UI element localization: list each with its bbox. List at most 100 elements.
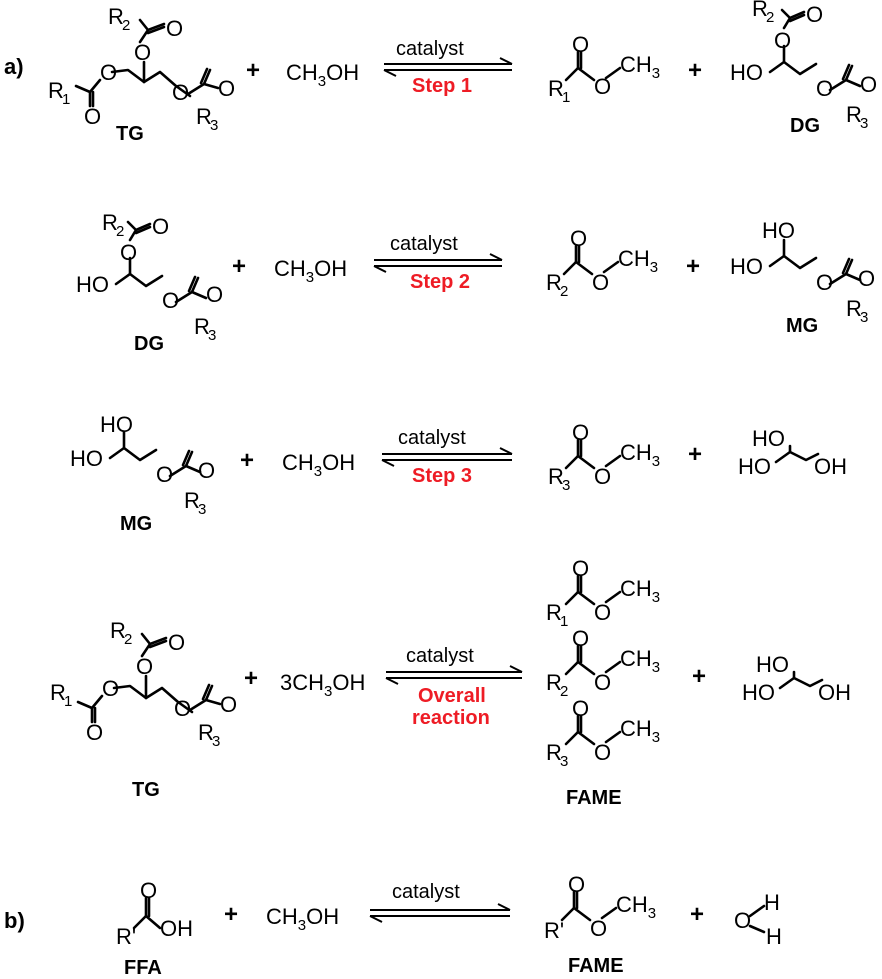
mg-r3-sub: 3: [860, 309, 868, 326]
tg-o-top-carbonyl: O: [168, 630, 185, 655]
mg-name: MG: [120, 513, 152, 535]
dg-o-right: O: [162, 288, 179, 313]
ester-r: R: [546, 600, 562, 625]
mg-r3: R: [846, 296, 862, 321]
ester-o: O: [594, 464, 611, 489]
equilibrium-arrow-1: catalyst Step 1: [383, 38, 513, 97]
fame-name: FAME: [566, 787, 622, 809]
mg-o-carbonyl: O: [858, 266, 875, 291]
ester-o: O: [594, 740, 611, 765]
plus: +: [690, 901, 704, 928]
mg-o: O: [816, 270, 833, 295]
ester-o: O: [594, 670, 611, 695]
row-step1: O O R 2 O O R 1 O O R 3 TG + CH3OH: [48, 0, 877, 145]
water-h-bottom: H: [766, 924, 782, 949]
svg-text:CH3OH: CH3OH: [266, 904, 339, 934]
ester-carbonyl-o: O: [572, 696, 589, 721]
tg-r2-sub: 2: [122, 17, 130, 34]
ester-ch3: CH3: [620, 716, 660, 746]
tg-r1: R: [48, 78, 64, 103]
glycerol-molecule: HO HO OH: [738, 426, 847, 479]
ffa-oh: OH: [160, 916, 193, 941]
tg-molecule: O O R 2 O O R 1 O O R 3 TG: [50, 618, 237, 801]
methanol-3eq: 3CH3OH: [280, 670, 365, 700]
ester-o: O: [594, 74, 611, 99]
svg-text:3CH3OH: 3CH3OH: [280, 670, 365, 700]
mg-o: O: [156, 462, 173, 487]
dg-name: DG: [134, 333, 164, 355]
methyl-ester-r1: O O R 1 CH3: [548, 32, 660, 106]
ester-r-sub: 2: [560, 683, 568, 700]
mg-molecule: HO HO O O R 3 MG: [730, 218, 875, 337]
mg-molecule: HO HO O O R 3 MG: [70, 412, 215, 535]
ester-carbonyl-o: O: [572, 556, 589, 581]
dg-o-right: O: [816, 76, 833, 101]
methanol: CH3OH: [282, 450, 355, 480]
panel-b-label: b): [4, 908, 25, 933]
plus: +: [688, 57, 702, 84]
ester-carbonyl-o: O: [570, 226, 587, 251]
tg-r2-sub: 2: [124, 631, 132, 648]
plus: +: [244, 665, 258, 692]
tg-r3-sub: 3: [212, 733, 220, 750]
fame-r-prime: O O R' CH3 FAME: [544, 872, 656, 977]
tg-o-right: O: [174, 696, 191, 721]
tg-r1: R: [50, 680, 66, 705]
methanol: CH3OH: [286, 60, 359, 90]
row-esterification: O OH R' FFA + CH3OH catalyst O O R' CH3 …: [116, 872, 782, 979]
dg-name: DG: [790, 115, 820, 137]
methanol: CH3OH: [274, 256, 347, 286]
plus: +: [688, 441, 702, 468]
plus: +: [240, 447, 254, 474]
mg-ho-left: HO: [730, 254, 763, 279]
row-step3: HO HO O O R 3 MG + CH3OH catalyst Step 3: [70, 412, 847, 535]
ester-r-sub: 1: [562, 89, 570, 106]
dg-ho: HO: [730, 60, 763, 85]
dg-molecule: O O R 2 HO O O R 3 DG: [730, 0, 877, 137]
ffa-name: FFA: [124, 957, 162, 979]
ester-r: R: [546, 670, 562, 695]
equilibrium-arrow-2: catalyst Step 2: [373, 233, 503, 293]
ester-r-prime: R': [544, 918, 564, 943]
tg-o-top: O: [134, 40, 151, 65]
tg-name: TG: [132, 779, 160, 801]
tg-name: TG: [116, 123, 144, 145]
dg-r3-sub: 3: [208, 327, 216, 344]
dg-r2: R: [752, 0, 768, 21]
dg-r2-sub: 2: [116, 223, 124, 240]
step-3-label: Step 3: [412, 465, 472, 487]
water-molecule: O H H: [734, 890, 782, 949]
fame-r2: O O R 2 CH3: [546, 626, 660, 700]
dg-o-top-carbonyl: O: [152, 214, 169, 239]
dg-ho: HO: [76, 272, 109, 297]
tg-molecule: O O R 2 O O R 1 O O R 3 TG: [48, 4, 235, 145]
svg-text:CH3OH: CH3OH: [286, 60, 359, 90]
tg-o-left-carbonyl: O: [86, 720, 103, 745]
dg-r2-sub: 2: [766, 9, 774, 26]
tg-r2: R: [108, 4, 124, 29]
ester-ch3: CH3: [616, 892, 656, 922]
plus: +: [232, 253, 246, 280]
step-1-label: Step 1: [412, 75, 472, 97]
glycerol-ho-top: HO: [756, 652, 789, 677]
ester-o: O: [590, 916, 607, 941]
glycerol-oh-right: OH: [818, 680, 851, 705]
mg-ho-top: HO: [762, 218, 795, 243]
plus: +: [692, 663, 706, 690]
ester-r: R: [546, 740, 562, 765]
dg-molecule: O O R 2 HO O O R 3 DG: [76, 210, 223, 355]
tg-o-right-carbonyl: O: [218, 76, 235, 101]
ester-o: O: [592, 270, 609, 295]
overall-label-line2: reaction: [412, 707, 490, 729]
equilibrium-arrow-3: catalyst Step 3: [381, 427, 513, 487]
tg-o-top-carbonyl: O: [166, 16, 183, 41]
catalyst-label: catalyst: [406, 645, 474, 667]
tg-r3: R: [198, 720, 214, 745]
mg-r3-sub: 3: [198, 501, 206, 518]
fame-r3: O O R 3 CH3: [546, 696, 660, 770]
tg-o-top: O: [136, 654, 153, 679]
tg-r3-sub: 3: [210, 117, 218, 134]
glycerol-molecule: HO HO OH: [742, 652, 851, 705]
plus: +: [686, 253, 700, 280]
